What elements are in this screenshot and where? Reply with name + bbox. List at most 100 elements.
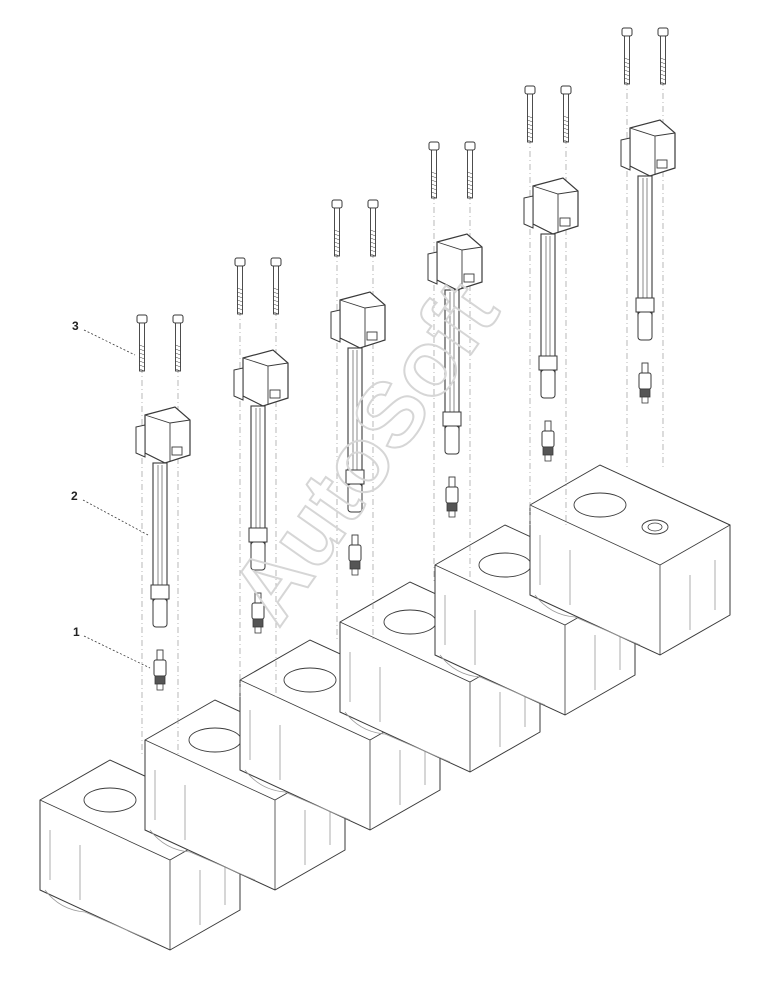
bolt-thread: [370, 241, 376, 245]
ignition-coil-2: [233, 349, 289, 571]
bolt-thread: [273, 287, 279, 291]
mounting-bolts: [136, 27, 669, 372]
plug-thread: [448, 510, 456, 518]
bolt-thread: [660, 61, 666, 65]
bolt-thread: [175, 368, 181, 372]
bolt-thread: [139, 368, 145, 372]
bolt-thread: [175, 356, 181, 360]
bolt-thread: [370, 245, 376, 249]
bolt-thread: [563, 139, 569, 143]
head-flange: [44, 889, 151, 941]
bolt-thread: [175, 344, 181, 348]
bolt-thread: [237, 291, 243, 295]
bolt-6-2: [657, 27, 669, 85]
bolt-thread: [139, 344, 145, 348]
bolt-shank: [139, 322, 145, 372]
coil-body: [629, 119, 676, 177]
bolt-head: [270, 257, 282, 267]
plug-insulator: [541, 430, 555, 448]
bolt-thread: [467, 195, 473, 199]
bolt-thread: [175, 364, 181, 368]
bolt-thread: [624, 69, 630, 73]
bolt-thread: [527, 123, 533, 127]
bolt-thread: [139, 360, 145, 364]
bolt-shank: [467, 149, 473, 199]
plug-insulator: [445, 486, 459, 504]
plug-well: [641, 519, 669, 535]
plug-insulator: [251, 602, 265, 620]
spark-plug-6: [638, 362, 652, 404]
bolt-head: [331, 199, 343, 209]
coil-body-edge: [144, 414, 191, 462]
bolt-thread: [273, 307, 279, 311]
bolt-thread: [334, 233, 340, 237]
coil-tube: [637, 175, 653, 317]
plug-hex: [639, 388, 651, 398]
bolt-thread: [139, 352, 145, 356]
ignition-coils: [135, 119, 676, 628]
coil-boot-collar: [442, 411, 462, 427]
bolt-2-2: [270, 257, 282, 315]
bolt-head: [560, 85, 572, 95]
bolt-thread: [527, 139, 533, 143]
plug-insulator: [153, 659, 167, 677]
bolt-shank: [624, 35, 630, 85]
spark-plug-4: [445, 476, 459, 518]
plug-thread: [641, 396, 649, 404]
plug-terminal: [156, 649, 164, 661]
ignition-coil-3: [330, 291, 386, 513]
spark-plugs: [153, 362, 652, 691]
coil-body: [532, 177, 579, 235]
ignition-coil-4: [427, 233, 483, 455]
bolt-head: [367, 199, 379, 209]
bolt-thread: [660, 69, 666, 73]
bolt-thread: [237, 299, 243, 303]
plug-hex: [542, 446, 554, 456]
coil-tab: [171, 446, 183, 456]
plug-well-inner: [647, 522, 663, 532]
coil-tube: [347, 347, 363, 489]
ignition-coil-6: [620, 119, 676, 341]
coil-body-edge: [242, 357, 289, 405]
plug-thread: [351, 568, 359, 576]
bolt-3-2: [367, 199, 379, 257]
bolt-3-1: [331, 199, 343, 257]
bolt-thread: [527, 119, 533, 123]
bolt-thread: [334, 237, 340, 241]
bolt-thread: [334, 245, 340, 249]
bolt-thread: [563, 131, 569, 135]
bolt-thread: [563, 135, 569, 139]
bolt-head: [464, 141, 476, 151]
coil-boot: [540, 369, 556, 399]
callout-leaders: [82, 329, 151, 669]
cam-bore: [573, 492, 627, 518]
bolt-shank: [527, 93, 533, 143]
bolt-thread: [139, 348, 145, 352]
bolt-thread: [139, 364, 145, 368]
bolt-thread: [237, 311, 243, 315]
bolt-head: [234, 257, 246, 267]
head-detail-lines: [154, 770, 331, 865]
spark-plug-1: [153, 649, 167, 691]
bolt-thread: [175, 352, 181, 356]
bolt-thread: [370, 237, 376, 241]
coil-tube: [444, 289, 460, 431]
coil-body: [144, 406, 191, 464]
plug-hex: [349, 560, 361, 570]
coil-boot-collar: [538, 355, 558, 371]
bolt-thread: [467, 175, 473, 179]
bolt-head: [524, 85, 536, 95]
bolt-thread: [273, 303, 279, 307]
plug-hex: [446, 502, 458, 512]
head-flange: [534, 594, 641, 646]
bolt-thread: [334, 241, 340, 245]
coil-tab: [366, 331, 378, 341]
coil-boot-collar: [150, 584, 170, 600]
plug-thread: [156, 683, 164, 691]
head-flange: [149, 829, 256, 881]
bolt-1-2: [172, 314, 184, 372]
bolt-thread: [467, 187, 473, 191]
cylinder-head: [39, 464, 731, 951]
head-flange: [244, 769, 351, 821]
ignition-coil-1: [135, 406, 191, 628]
